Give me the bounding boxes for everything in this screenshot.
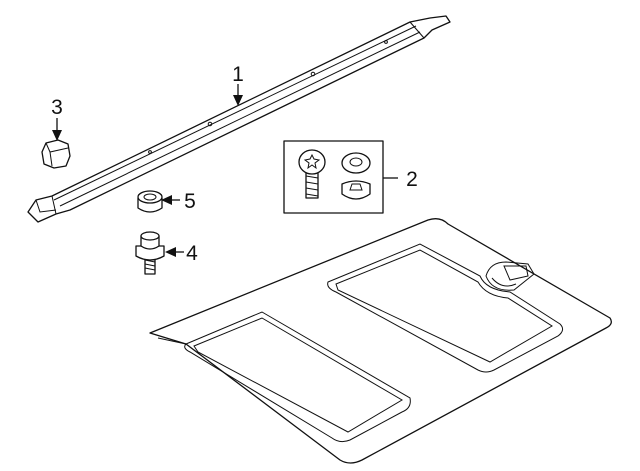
grommet[interactable] [137, 190, 163, 213]
callout-5-label: 5 [184, 190, 196, 213]
hardware-kit[interactable] [283, 140, 384, 214]
callout-3-leader [52, 118, 62, 141]
callout-3-label: 3 [51, 96, 63, 119]
round-washer [341, 152, 371, 174]
callout-4-label: 4 [186, 242, 198, 265]
antenna-mount [485, 261, 535, 291]
callout-1-leader [233, 84, 243, 106]
bolt[interactable] [135, 231, 165, 275]
end-cap[interactable] [41, 139, 71, 169]
callout-2-label: 2 [406, 168, 418, 191]
callout-1-label: 1 [232, 63, 244, 86]
roof-panel[interactable] [149, 218, 612, 464]
nut-clip [341, 180, 371, 200]
torx-screw [298, 149, 326, 199]
roof-rack-rail[interactable] [27, 15, 451, 223]
callout-4-leader [165, 247, 184, 257]
callout-5-leader [161, 195, 180, 205]
